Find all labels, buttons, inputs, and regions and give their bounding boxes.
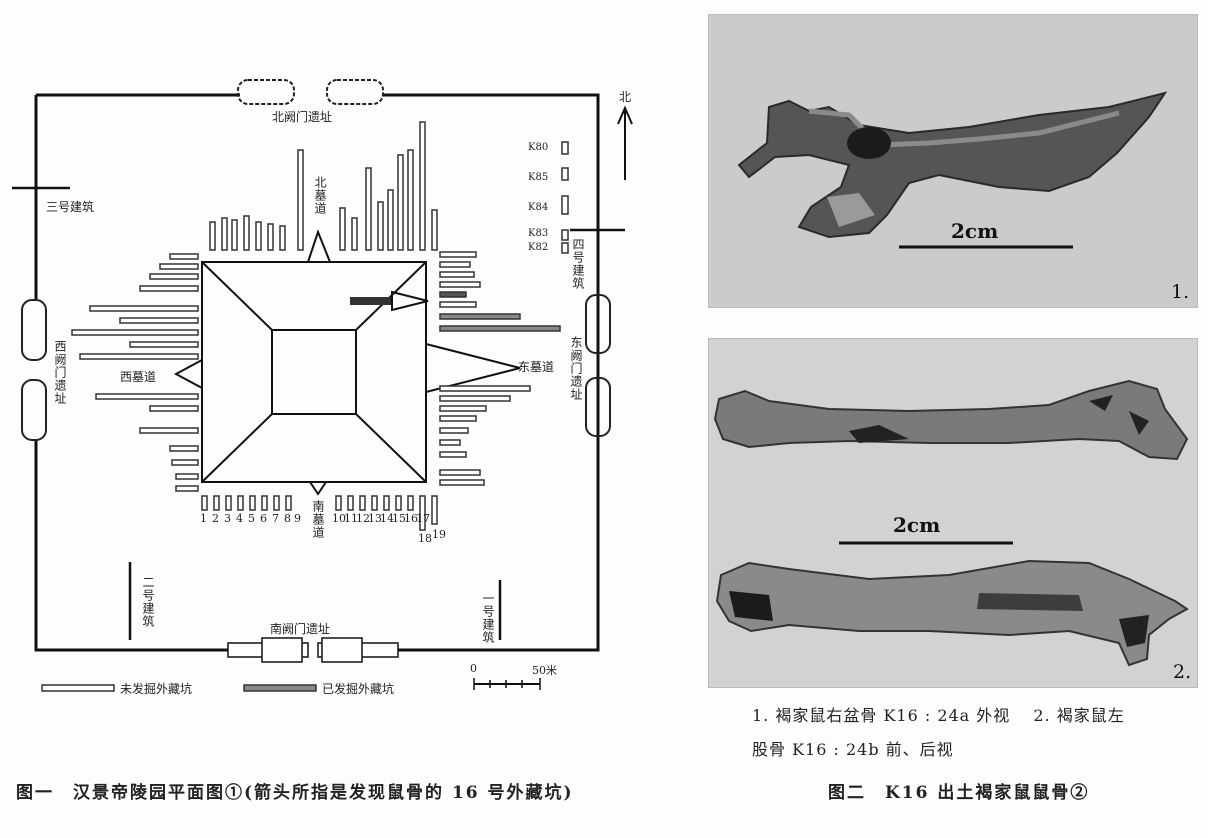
site3-label: 三号建筑 [46, 200, 95, 214]
figure2-title: 图二 K16 出土褐家鼠鼠骨② [828, 783, 1090, 803]
site1-label: 一号建筑 [481, 592, 495, 644]
pit-number: 8 [284, 512, 291, 525]
pit-number: 11 [344, 512, 358, 525]
photo1-scale-label: 2cm [951, 219, 999, 243]
west-path-label: 西墓道 [120, 370, 157, 384]
pit-number: 18 [418, 532, 432, 545]
figure1-title: 图一 汉景帝陵园平面图①(箭头所指是发现鼠骨的 16 号外藏坑) [16, 783, 574, 803]
east-gate-label: 东阙门遗址 [569, 336, 583, 401]
east-path-label: 东墓道 [518, 360, 555, 374]
scale-end-label: 50米 [532, 664, 557, 677]
pelvis-bone-image [737, 91, 1168, 249]
pit-number: K85 [528, 172, 549, 183]
pit-number: 9 [294, 512, 301, 525]
pit-number: 7 [272, 512, 279, 525]
pit-number: K83 [528, 228, 549, 239]
photo2-number: 2. [1173, 661, 1192, 683]
south-pit-numbers: 1 2 3 4 5 6 7 8 9 10 11 12 13 14 15 16 1… [198, 512, 448, 545]
legend-excavated-label: 已发掘外藏坑 [322, 682, 395, 696]
photo1-number: 1. [1171, 281, 1190, 303]
pit-number: 12 [356, 512, 370, 525]
pit-number: 5 [248, 512, 255, 525]
pit-number: 1 [200, 512, 207, 525]
pit-number: 6 [260, 512, 267, 525]
scale-zero-label: 0 [470, 662, 477, 675]
photo-femur: 2cm 2. [708, 338, 1198, 688]
site2-label: 二号建筑 [141, 576, 155, 628]
pit-number: K82 [528, 242, 549, 253]
south-path-label: 南墓道 [311, 500, 325, 539]
north-arrow-label: 北 [619, 90, 632, 104]
ne-pit-numbers: K80 K85 K84 K83 K82 [528, 140, 564, 260]
legend-unexcavated-label: 未发掘外藏坑 [120, 682, 193, 696]
pit-number: 15 [392, 512, 406, 525]
pit-number: 16 [404, 512, 418, 525]
north-path-label: 北墓道 [313, 176, 327, 215]
west-gate-label: 西阙门遗址 [53, 340, 67, 405]
photo2-scale-label: 2cm [893, 513, 941, 537]
pit-number: 19 [432, 528, 446, 541]
pit-number: K80 [528, 142, 549, 153]
pit-number: 13 [368, 512, 382, 525]
north-gate-label: 北阙门遗址 [272, 110, 333, 124]
figure2-caption-line2: 股骨 K16 : 24b 前、后视 [752, 740, 954, 759]
pit-number: 17 [416, 512, 430, 525]
photo-pelvis: 2cm 1. [708, 14, 1198, 308]
pit-number: 10 [332, 512, 346, 525]
femur-bone-image [713, 379, 1189, 667]
pit-number: 4 [236, 512, 243, 525]
pit-number: 2 [212, 512, 219, 525]
pit-number: 3 [224, 512, 231, 525]
pit-number: 14 [380, 512, 394, 525]
mausoleum-plan [12, 79, 633, 692]
site4-label: 四号建筑 [571, 238, 585, 290]
figure2-caption-line1: 1. 褐家鼠右盆骨 K16 : 24a 外视 2. 褐家鼠左 [752, 706, 1125, 725]
south-gate-label: 南阙门遗址 [270, 622, 331, 636]
pit-number: K84 [528, 202, 549, 213]
